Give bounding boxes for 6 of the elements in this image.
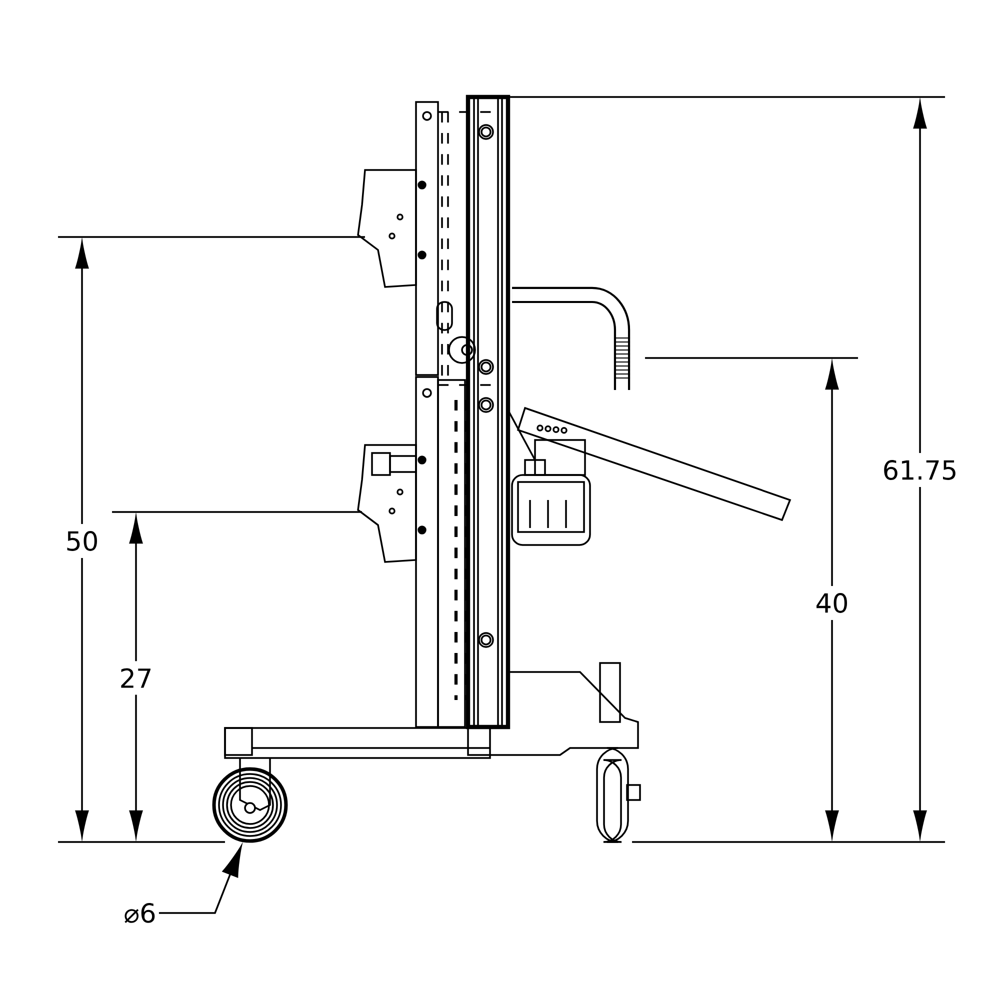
dimension-value: ⌀6 xyxy=(124,902,155,923)
dimension-value: 50 xyxy=(58,524,106,558)
dimension-value: 27 xyxy=(112,661,160,695)
dimension-value: 61.75 xyxy=(875,452,965,487)
wheel xyxy=(212,767,288,843)
dimension-value: 40 xyxy=(808,586,856,620)
